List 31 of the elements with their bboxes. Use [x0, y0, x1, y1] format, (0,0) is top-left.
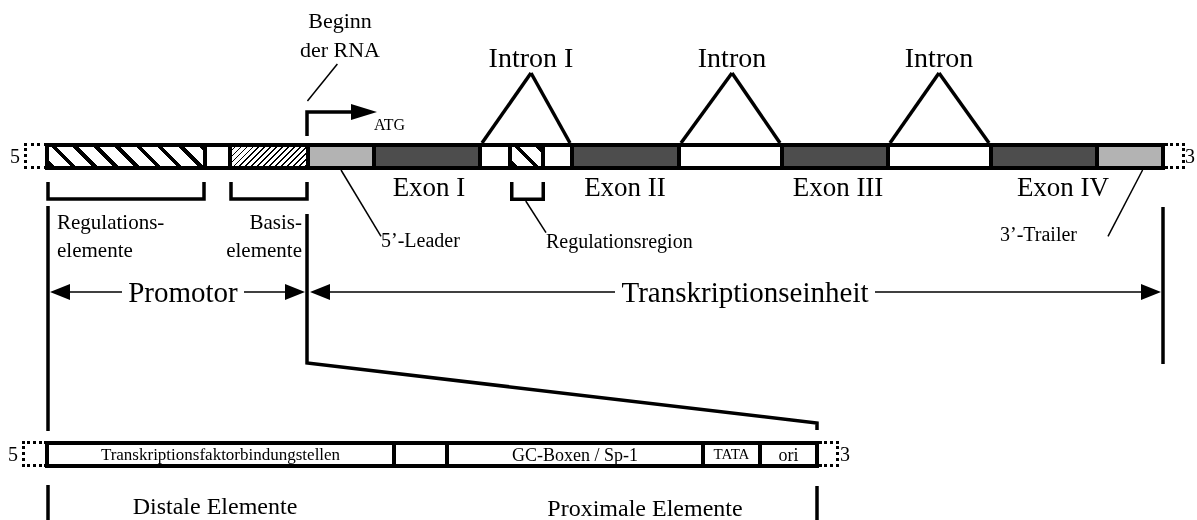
- region-label: Basis- elemente: [225, 209, 302, 264]
- leader-line: [525, 200, 547, 234]
- leader-line: [306, 63, 339, 102]
- intron-label: Intron: [885, 42, 993, 73]
- leader-line: [1107, 169, 1144, 238]
- intron-label: Intron: [678, 42, 786, 73]
- annotation-text: Regulationsregion: [546, 229, 746, 253]
- intron-line: [730, 72, 782, 144]
- exon-label: Exon II: [584, 172, 666, 202]
- strand-end-label: 5: [8, 442, 18, 467]
- intron-label: Intron I: [477, 42, 585, 73]
- intron-line: [480, 72, 533, 144]
- strand-end-label: 3: [840, 442, 850, 467]
- region-label: Proximale Elemente: [547, 494, 743, 520]
- codon-label: ATG: [374, 115, 406, 135]
- intron-line: [679, 71, 734, 145]
- annotation-text: 5’-Leader: [381, 228, 489, 252]
- intron-line: [529, 72, 572, 144]
- annotation-text: Beginn der RNA: [296, 6, 384, 64]
- exon-label: Exon I: [392, 172, 466, 202]
- annotation-text: 3’-Trailer: [1000, 222, 1108, 246]
- strand-end-label: 3: [1185, 144, 1195, 169]
- intron-line: [937, 72, 991, 144]
- strand-end-label: 5: [10, 144, 20, 169]
- region-label: Distale Elemente: [132, 492, 298, 520]
- bracket: [510, 182, 545, 201]
- exon-label: Exon IV: [1016, 172, 1110, 202]
- exon-label: Exon III: [792, 172, 884, 202]
- intron-line: [888, 72, 941, 144]
- leader-line: [340, 169, 382, 238]
- region-label: Regulations- elemente: [57, 209, 166, 264]
